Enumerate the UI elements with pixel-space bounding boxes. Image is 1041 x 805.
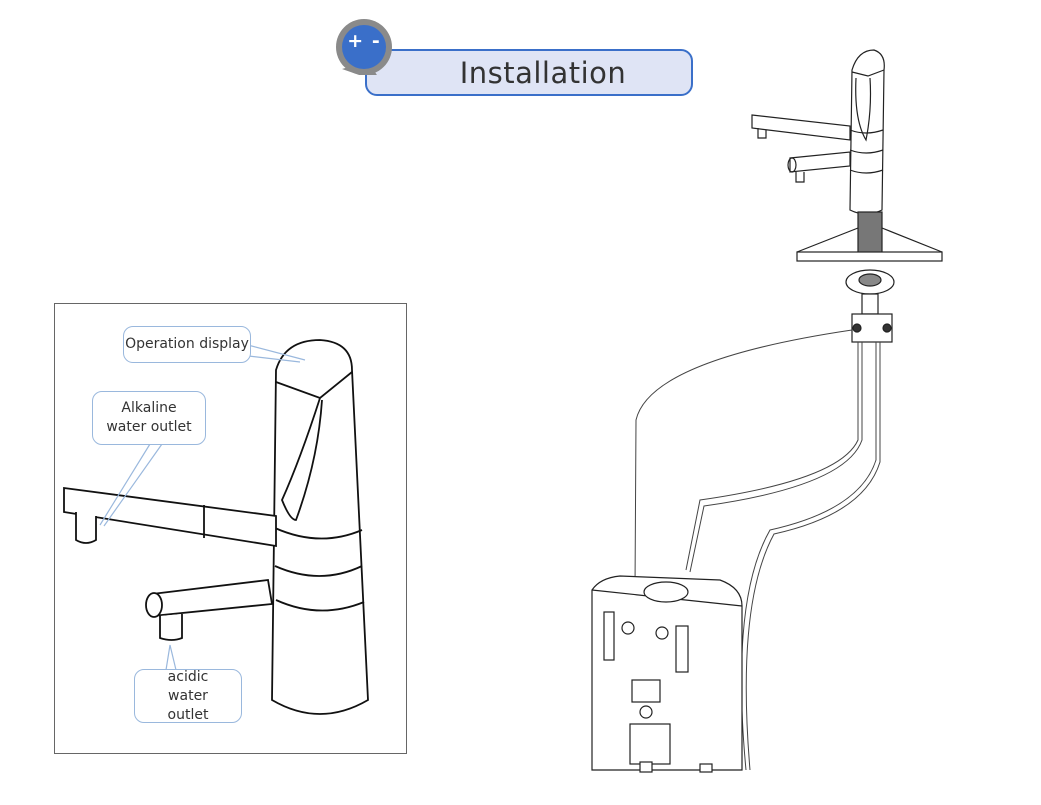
callout-operation-display: Operation display	[123, 326, 251, 363]
section-title-pill: Installation	[365, 49, 693, 96]
zoom-toggle-label[interactable]: + -	[347, 30, 381, 52]
callout-acidic-water-outlet: acidic water outlet	[134, 669, 242, 723]
ionizer-unit-illustration	[591, 575, 743, 773]
zoom-badge[interactable]	[334, 17, 392, 75]
callout-alkaline-water-outlet: Alkaline water outlet	[92, 391, 206, 445]
page-title: Installation	[459, 56, 627, 90]
faucet-top-illustration	[751, 49, 943, 343]
